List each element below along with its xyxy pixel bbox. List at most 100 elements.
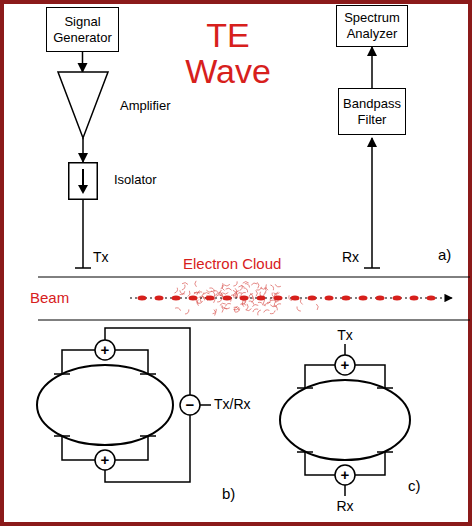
electrode-wiring [54, 328, 211, 482]
amplifier-outline [58, 72, 108, 138]
beam-bunch [427, 296, 436, 301]
beam-bunch [410, 296, 419, 301]
cloud-stroke [256, 287, 261, 290]
cloud-stroke [256, 290, 258, 296]
beam-bunch [257, 296, 266, 301]
signal-arrow [82, 52, 84, 72]
cloud-stroke [275, 284, 281, 287]
cloud-stroke [316, 304, 318, 310]
cloud-stroke [231, 295, 236, 298]
cloud-stroke [276, 304, 281, 307]
cloud-stroke [213, 291, 219, 294]
cloud-stroke [274, 301, 278, 305]
cloud-stroke [258, 310, 261, 315]
beam-bunch [291, 296, 300, 301]
cloud-stroke [182, 285, 185, 290]
cloud-stroke [185, 309, 189, 314]
beam-bunch [393, 296, 402, 301]
cloud-stroke [300, 299, 302, 305]
cloud-stroke [270, 310, 275, 313]
node-label: Isolator [114, 172, 157, 188]
cloud-stroke [240, 303, 246, 305]
node-label: Bandpass Filter [342, 96, 402, 127]
beam-bunch [189, 296, 198, 301]
cloud-stroke [258, 302, 263, 305]
cloud-stroke [217, 298, 222, 302]
sign-symbol: + [101, 452, 110, 468]
electrode-wiring [297, 344, 393, 496]
cloud-stroke [245, 284, 250, 288]
cloud-stroke [202, 292, 204, 298]
cloud-stroke [257, 282, 259, 288]
cloud-stroke [220, 303, 226, 305]
isolator-symbol [68, 162, 98, 200]
beam-bunch [325, 296, 334, 301]
combiner-circle [335, 465, 355, 485]
isolator-arrowhead [78, 185, 88, 194]
beam-bunches [138, 296, 436, 301]
cloud-stroke [226, 288, 232, 290]
cloud-stroke [270, 305, 276, 307]
cloud-stroke [251, 283, 257, 285]
combiner-circle [95, 340, 115, 360]
cloud-stroke [206, 290, 212, 292]
hybrid-circle [180, 395, 200, 415]
cloud-stroke [180, 291, 185, 294]
combiner-circle [95, 450, 115, 470]
cloud-stroke [214, 294, 219, 298]
beam-bunch [206, 296, 215, 301]
cloud-stroke [252, 304, 258, 306]
cloud-stroke [238, 286, 244, 288]
node-label: Spectrum Analyzer [340, 10, 404, 41]
cloud-stroke [222, 293, 228, 295]
cloud-stroke [216, 295, 222, 297]
beam-pipe-wall [38, 277, 470, 278]
cloud-stroke [263, 300, 265, 306]
beam-bunch [155, 296, 164, 301]
cloud-stroke [195, 281, 197, 287]
beam-bunch [138, 296, 147, 301]
cloud-stroke [197, 301, 203, 304]
cloud-stroke [233, 290, 239, 292]
cloud-stroke [221, 283, 224, 289]
cloud-stroke [233, 281, 237, 286]
cloud-stroke [213, 309, 217, 314]
cloud-stroke [244, 288, 248, 292]
cloud-stroke [203, 293, 209, 295]
port-label: Tx [337, 328, 353, 343]
cloud-stroke [270, 285, 273, 290]
cloud-stroke [243, 282, 249, 284]
beam-bunch [342, 296, 351, 301]
cloud-stroke [188, 291, 190, 297]
spectrum-analyzer-box: Spectrum Analyzer [336, 5, 408, 47]
cloud-stroke [234, 307, 239, 310]
panel-label: b) [222, 486, 235, 502]
sign-symbol: + [341, 467, 350, 483]
beam-bunch [172, 296, 181, 301]
cloud-stroke [297, 307, 301, 312]
cloud-stroke [224, 284, 230, 286]
panel-label: c) [408, 478, 421, 494]
cloud-stroke [240, 285, 243, 291]
cloud-stroke [236, 293, 242, 296]
cloud-stroke [194, 291, 200, 293]
cloud-stroke [225, 304, 230, 307]
amplifier-symbol [58, 72, 108, 138]
isolator-arrow [82, 169, 84, 186]
cloud-stroke [174, 288, 177, 293]
rx-antenna [364, 138, 380, 268]
cloud-stroke [264, 310, 270, 313]
port-label: Rx [336, 499, 353, 514]
beam-bunch [359, 296, 368, 301]
pipe-cross-section [280, 380, 410, 460]
cloud-stroke [253, 309, 258, 312]
cloud-stroke [182, 283, 188, 285]
isolator-outline [69, 163, 98, 200]
pipe-cross-section [37, 365, 173, 445]
port-label: Tx/Rx [214, 397, 251, 412]
sign-symbol: − [186, 397, 195, 413]
combiner-circle [335, 355, 355, 375]
beam-bunch [376, 296, 385, 301]
tx-antenna [75, 200, 91, 268]
